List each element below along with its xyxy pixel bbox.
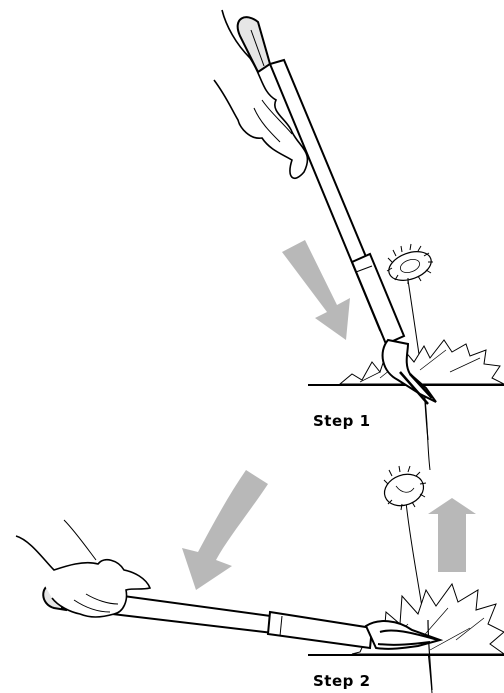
step-1-dandelion-leaves — [340, 340, 504, 384]
arrow-down-right-icon — [282, 240, 350, 340]
step-1-illustration — [214, 10, 504, 470]
step-1-label: Step 1 — [313, 412, 371, 430]
step-2-dandelion-flower — [380, 466, 428, 511]
step-2-illustration — [16, 466, 504, 693]
step-1-dandelion-flower — [385, 244, 435, 286]
arrow-up-icon — [428, 498, 476, 572]
step-2-label: Step 2 — [313, 672, 371, 690]
step-1-weeder-tool — [238, 17, 436, 404]
curved-arrow-down-left-icon — [182, 470, 268, 590]
